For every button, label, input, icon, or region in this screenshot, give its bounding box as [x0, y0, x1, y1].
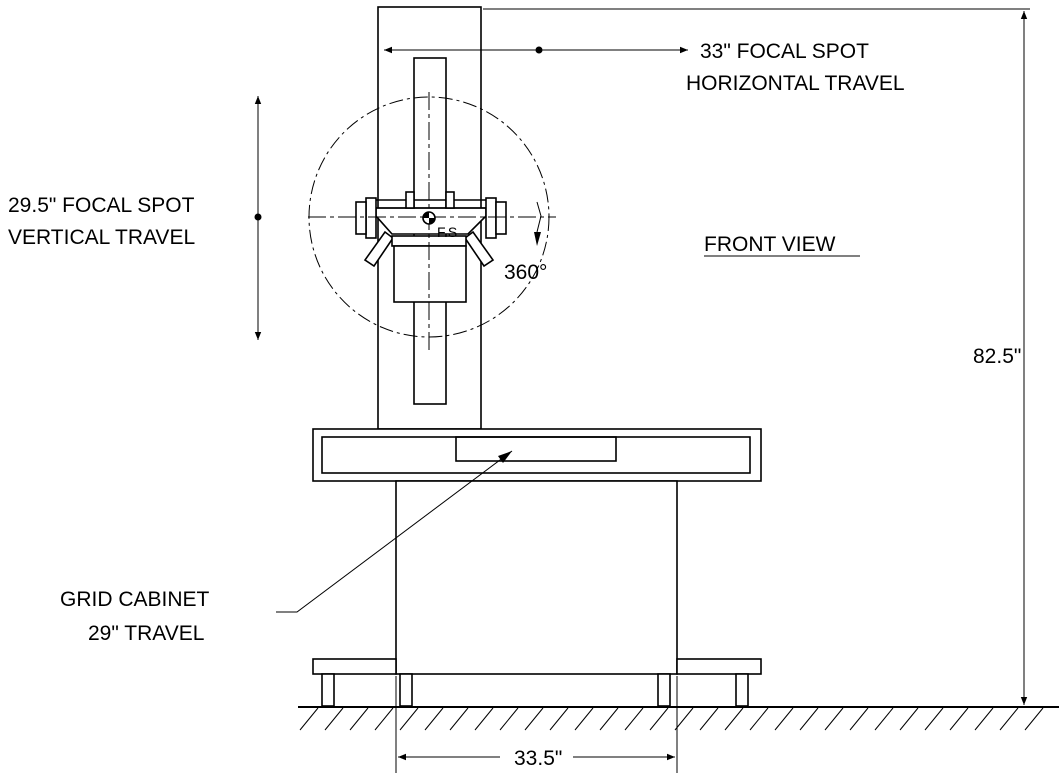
vertical-travel-label-line1: 29.5" FOCAL SPOT: [8, 194, 195, 217]
floor-hatch-mark: [899, 707, 919, 731]
grid-cabinet-label-line1: GRID CABINET: [60, 588, 210, 611]
floor-hatch-mark: [949, 707, 969, 731]
floor-hatch-mark: [749, 707, 769, 731]
floor-hatch-mark: [724, 707, 744, 731]
floor-hatch-mark: [874, 707, 894, 731]
floor-hatch-mark: [999, 707, 1019, 731]
floor-hatch-mark: [324, 707, 344, 731]
grid-cabinet-leader-arrowhead: [498, 451, 512, 463]
floor-hatch-mark: [974, 707, 994, 731]
horizontal-travel-label-line1: 33" FOCAL SPOT: [700, 40, 869, 63]
floor-hatch-mark: [649, 707, 669, 731]
floor-hatch-mark: [449, 707, 469, 731]
floor-hatch-mark: [799, 707, 819, 731]
floor-hatch-mark: [574, 707, 594, 731]
focal-spot-label: F.S: [437, 224, 457, 240]
rotation-arrow: [536, 201, 542, 233]
cassette-holder: [393, 245, 467, 303]
floor-hatch-mark: [399, 707, 419, 731]
vertical-travel-label-line2: VERTICAL TRAVEL: [8, 226, 195, 249]
horizontal-travel-label-line2: HORIZONTAL TRAVEL: [686, 72, 905, 95]
view-title: FRONT VIEW: [704, 233, 836, 256]
floor-hatch-mark: [1024, 707, 1044, 731]
floor-hatch-mark: [374, 707, 394, 731]
floor-hatch-mark: [349, 707, 369, 731]
base-width-label: 33.5": [514, 747, 562, 770]
floor-hatch-mark: [824, 707, 844, 731]
grid-cabinet-label-line2: 29" TRAVEL: [88, 622, 204, 645]
horizontal-travel-midpoint: [535, 46, 543, 54]
floor-hatch-mark: [299, 707, 319, 731]
floor-hatch-mark: [499, 707, 519, 731]
overall-height-label: 82.5": [973, 345, 1021, 368]
floor-hatch-mark: [549, 707, 569, 731]
rotation-label: 360°: [504, 261, 547, 284]
grid-cabinet: [455, 436, 617, 462]
pedestal: [395, 480, 678, 675]
floor-hatch-mark: [774, 707, 794, 731]
floor-hatch-mark: [424, 707, 444, 731]
grid-cabinet-leader: [276, 450, 513, 613]
floor-hatch-mark: [699, 707, 719, 731]
floor-hatch-mark: [674, 707, 694, 731]
floor-hatching: [299, 707, 1044, 731]
floor-hatch-mark: [849, 707, 869, 731]
floor-hatch-mark: [524, 707, 544, 731]
rotation-arrowhead: [534, 232, 541, 246]
vertical-travel-midpoint: [254, 213, 262, 221]
floor-hatch-mark: [599, 707, 619, 731]
floor-hatch-mark: [624, 707, 644, 731]
floor-hatch-mark: [474, 707, 494, 731]
focal-spot-marker: [422, 211, 436, 225]
floor-hatch-mark: [924, 707, 944, 731]
